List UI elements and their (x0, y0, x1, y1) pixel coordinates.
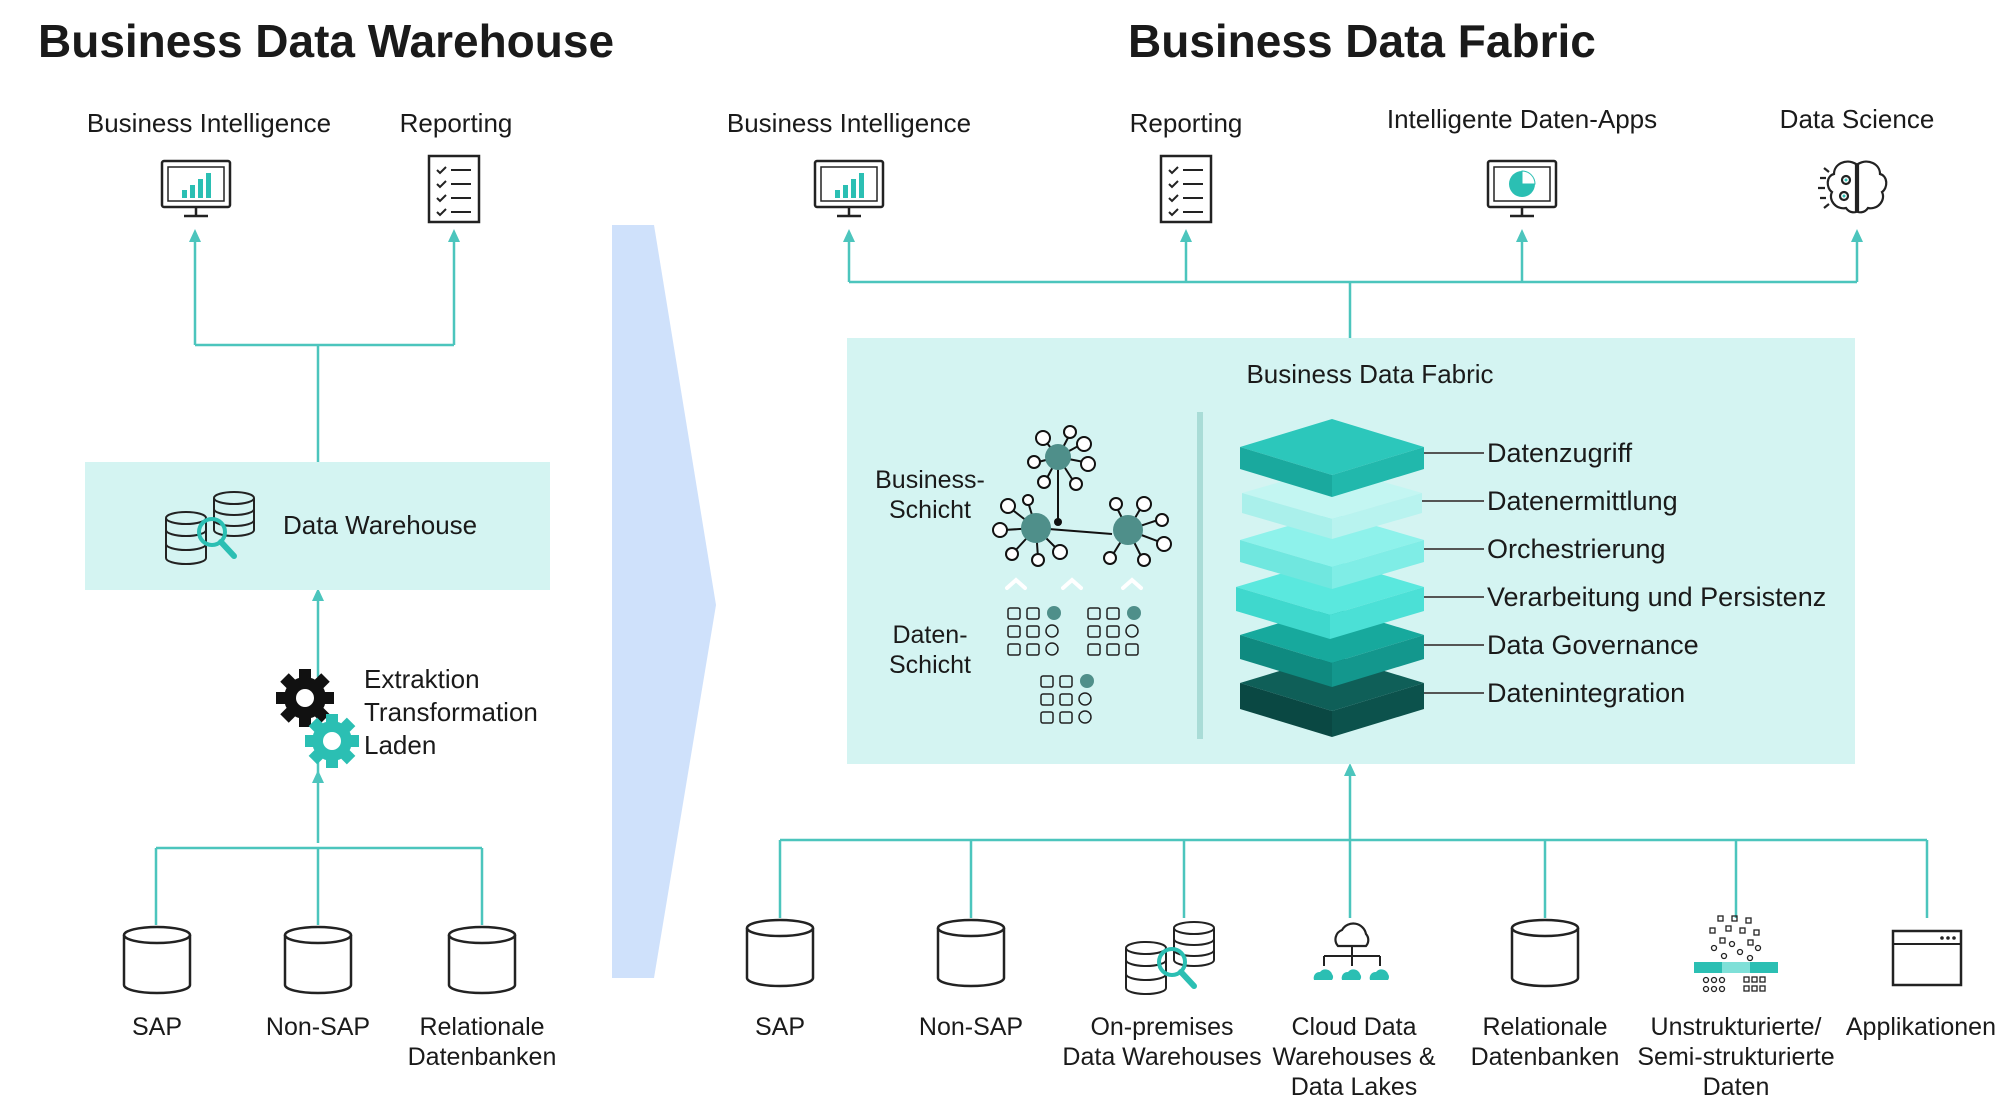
right-source-relational-line2: Datenbanken (1470, 1043, 1620, 1071)
monitor-chart-icon (160, 159, 232, 218)
browser-window-icon (1891, 929, 1963, 987)
right-source-onprem-line2: Data Warehouses (1062, 1043, 1262, 1071)
database-icon (745, 918, 815, 988)
data-grid-icon (1005, 577, 1143, 724)
etl-load: Laden (364, 730, 437, 760)
layer-label-datenermittlung: Datenermittlung (1487, 486, 1678, 516)
monitor-chart-icon (813, 159, 885, 218)
checklist-icon (1159, 154, 1213, 224)
etl-label: Extraktion Transformation Laden (364, 663, 538, 762)
left-consumer-reporting-label: Reporting (399, 108, 513, 138)
right-source-relational-line1: Relationale (1482, 1013, 1608, 1041)
right-source-onprem-line1: On-premises (1090, 1013, 1234, 1041)
brain-icon (1818, 160, 1888, 214)
right-source-unstructured-line2: Semi-strukturierte (1637, 1043, 1835, 1071)
right-source-unstructured: Unstrukturierte/ Semi-strukturierte Date… (1637, 1012, 1834, 1102)
right-source-sap: SAP (754, 1013, 806, 1041)
right-consumer-science-label: Data Science (1779, 104, 1935, 134)
layer-stack (1236, 419, 1484, 737)
fabric-divider (1197, 412, 1203, 739)
layer-label-datenintegration: Datenintegration (1487, 678, 1686, 708)
right-title: Business Data Fabric (1128, 15, 1596, 67)
database-icon (936, 918, 1006, 988)
database-icon (447, 925, 517, 995)
layer-label-verarbeitung: Verarbeitung und Persistenz (1487, 582, 1827, 612)
monitor-pie-chart-icon (1486, 159, 1558, 218)
etl-extract: Extraktion (364, 664, 480, 694)
right-source-unstructured-line3: Daten (1702, 1073, 1770, 1101)
right-consumer-apps-label: Intelligente Daten-Apps (1386, 104, 1658, 134)
etl-transform: Transformation (364, 697, 538, 727)
business-layer-label: Business- Schicht (875, 465, 985, 525)
left-title: Business Data Warehouse (38, 15, 615, 67)
left-source-relational-line2: Datenbanken (407, 1043, 557, 1071)
right-source-nonsap: Non-SAP (918, 1013, 1024, 1041)
right-consumer-bi-label: Business Intelligence (726, 108, 972, 138)
right-consumer-reporting-label: Reporting (1129, 108, 1243, 138)
layer-orchestrierung (1240, 513, 1424, 589)
database-icon (283, 925, 353, 995)
layer-datenzugriff (1240, 419, 1424, 497)
left-source-relational: Relationale Datenbanken (408, 1012, 557, 1072)
database-search-icon (1125, 921, 1215, 995)
database-icon (1510, 918, 1580, 988)
left-consumer-bi-label: Business Intelligence (86, 108, 332, 138)
right-source-cloud: Cloud Data Warehouses & Data Lakes (1272, 1012, 1435, 1102)
right-source-apps: Applikationen (1845, 1013, 1996, 1041)
layer-label-data-governance: Data Governance (1487, 630, 1699, 660)
right-source-relational: Relationale Datenbanken (1471, 1012, 1620, 1072)
fabric-title: Business Data Fabric (1246, 359, 1494, 389)
database-icon (122, 925, 192, 995)
checklist-icon (427, 154, 481, 224)
business-graph-icon (992, 425, 1172, 567)
right-source-unstructured-line1: Unstrukturierte/ (1650, 1013, 1822, 1041)
left-source-sap: SAP (131, 1013, 183, 1041)
data-layer-label: Daten- Schicht (889, 620, 971, 680)
gears-icon (276, 669, 359, 768)
right-source-cloud-line3: Data Lakes (1290, 1073, 1418, 1101)
data-layer-line1: Daten- (892, 621, 968, 649)
data-layer-line2: Schicht (889, 651, 971, 679)
left-source-relational-line1: Relationale (419, 1013, 545, 1041)
right-source-onprem: On-premises Data Warehouses (1062, 1012, 1261, 1072)
data-warehouse-box (85, 462, 550, 590)
cloud-network-icon (1313, 922, 1389, 980)
business-layer-line1: Business- (875, 466, 985, 494)
layer-label-datenzugriff: Datenzugriff (1487, 438, 1633, 468)
data-warehouse-label: Data Warehouse (283, 510, 478, 540)
scattered-data-icon (1694, 915, 1778, 993)
right-source-cloud-line1: Cloud Data (1291, 1013, 1417, 1041)
database-search-icon (165, 491, 255, 565)
left-source-nonsap: Non-SAP (265, 1013, 371, 1041)
business-layer-line2: Schicht (889, 496, 971, 524)
right-source-cloud-line2: Warehouses & (1272, 1043, 1436, 1071)
layer-label-orchestrierung: Orchestrierung (1487, 534, 1666, 564)
